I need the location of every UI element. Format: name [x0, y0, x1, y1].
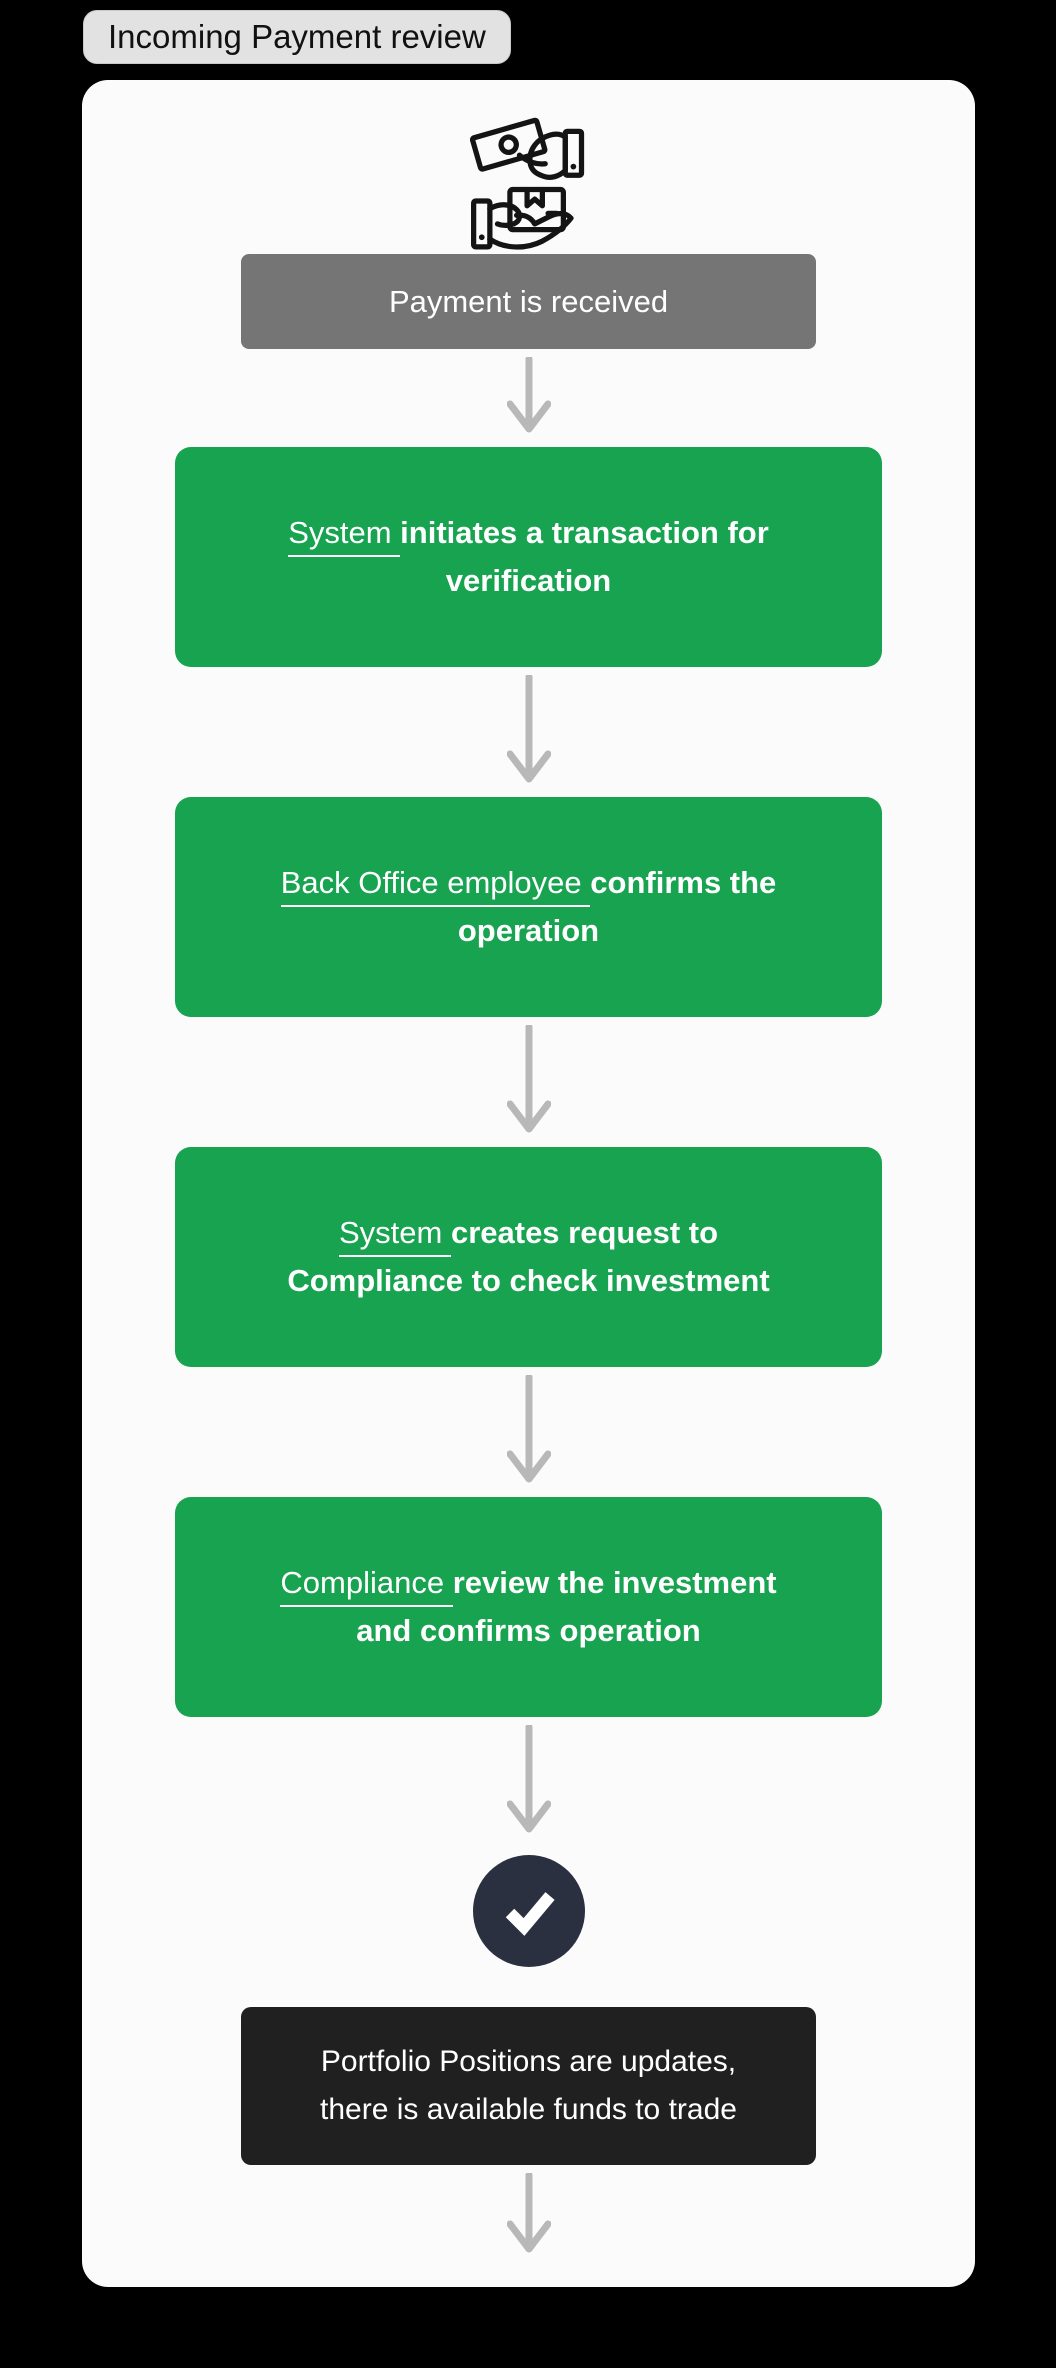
step-actor: Compliance [280, 1564, 453, 1607]
step-actor: System [338, 1214, 451, 1257]
arrow-down-icon [506, 1725, 551, 1833]
arrow-down-icon [506, 1375, 551, 1483]
arrow-down-icon [506, 2173, 551, 2253]
step-label: System initiates a transaction for verif… [288, 509, 769, 605]
flowchart-card: Payment is received System initiates a t… [82, 80, 975, 2287]
end-label: Portfolio Positions are updates, there i… [320, 2045, 737, 2126]
arrow-down-icon [506, 1025, 551, 1133]
flow-node-step-3: System creates request to Compliance to … [175, 1147, 882, 1367]
check-icon [472, 1855, 585, 1967]
arrow-down-icon [506, 675, 551, 783]
step-action: review the investment and confirms opera… [356, 1564, 777, 1648]
step-label: Compliance review the investment and con… [280, 1559, 777, 1655]
title-badge[interactable]: Incoming Payment review [83, 10, 511, 64]
flow-node-end: Portfolio Positions are updates, there i… [241, 2007, 816, 2165]
step-action: creates request to Compliance to check i… [287, 1214, 770, 1298]
step-action: initiates a transaction for verification [400, 514, 769, 598]
step-action: confirms the operation [457, 864, 777, 948]
flow-node-step-4: Compliance review the investment and con… [175, 1497, 882, 1717]
flow-node-step-2: Back Office employee confirms the operat… [175, 797, 882, 1017]
start-label: Payment is received [388, 283, 669, 319]
step-actor: System [288, 514, 401, 557]
flow-node-step-1: System initiates a transaction for verif… [175, 447, 882, 667]
arrow-down-icon [506, 357, 551, 433]
payment-exchange-icon [466, 106, 592, 254]
step-label: Back Office employee confirms the operat… [280, 859, 777, 955]
step-label: System creates request to Compliance to … [287, 1209, 770, 1305]
flow-node-start: Payment is received [241, 254, 816, 349]
step-actor: Back Office employee [280, 864, 591, 907]
